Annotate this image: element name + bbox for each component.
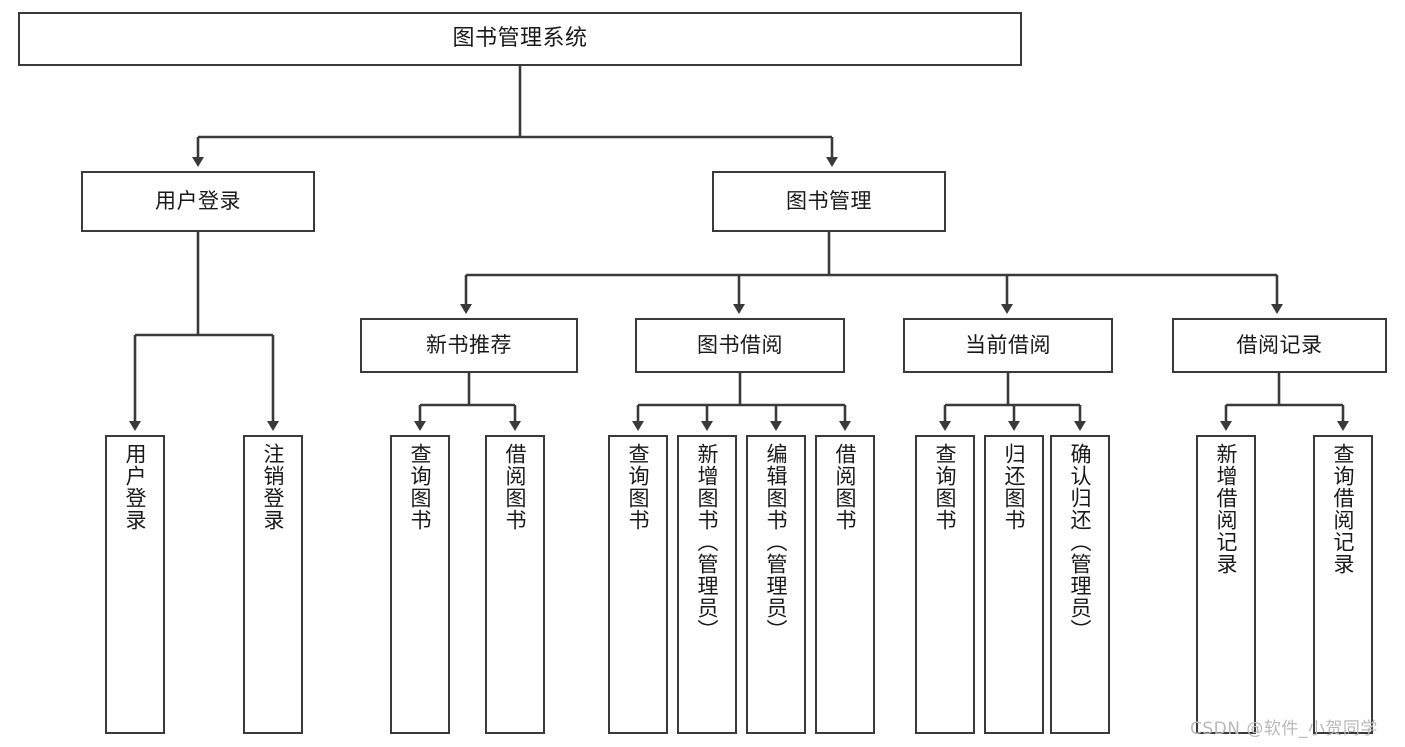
node-borrow-record-label: 借阅记录 xyxy=(1236,333,1323,358)
node-leaf-return-book-label: 归还图书 xyxy=(1002,443,1027,531)
node-leaf-borrow-book-2-label: 借阅图书 xyxy=(833,443,858,531)
node-root[interactable]: 图书管理系统 xyxy=(18,12,1022,66)
node-user-login-label: 用户登录 xyxy=(155,189,241,214)
node-leaf-add-book-admin-label: 新增图书（管理员） xyxy=(695,443,720,641)
node-book-manage[interactable]: 图书管理 xyxy=(712,171,946,232)
node-leaf-add-borrow-record[interactable]: 新增借阅记录 xyxy=(1196,435,1256,734)
node-book-borrow-label: 图书借阅 xyxy=(697,333,783,358)
node-leaf-query-book-1-label: 查询图书 xyxy=(408,443,433,531)
node-borrow-record[interactable]: 借阅记录 xyxy=(1172,318,1387,373)
node-leaf-query-book-3[interactable]: 查询图书 xyxy=(915,435,975,734)
node-leaf-user-login[interactable]: 用户登录 xyxy=(105,435,165,734)
node-leaf-query-book-2[interactable]: 查询图书 xyxy=(608,435,668,734)
node-leaf-return-book[interactable]: 归还图书 xyxy=(984,435,1044,734)
node-leaf-borrow-book-1[interactable]: 借阅图书 xyxy=(485,435,545,734)
node-leaf-add-book-admin[interactable]: 新增图书（管理员） xyxy=(677,435,737,734)
node-current-borrow[interactable]: 当前借阅 xyxy=(903,318,1113,373)
node-leaf-confirm-return-admin-label: 确认归还（管理员） xyxy=(1068,443,1093,641)
node-new-book-recommend-label: 新书推荐 xyxy=(426,333,512,358)
node-book-manage-label: 图书管理 xyxy=(786,189,872,214)
node-leaf-query-book-1[interactable]: 查询图书 xyxy=(390,435,450,734)
node-leaf-query-borrow-record[interactable]: 查询借阅记录 xyxy=(1313,435,1373,734)
node-leaf-borrow-book-1-label: 借阅图书 xyxy=(503,443,528,531)
node-current-borrow-label: 当前借阅 xyxy=(965,333,1051,358)
node-leaf-query-book-2-label: 查询图书 xyxy=(626,443,651,531)
node-book-borrow[interactable]: 图书借阅 xyxy=(635,318,845,373)
node-leaf-borrow-book-2[interactable]: 借阅图书 xyxy=(815,435,875,734)
node-leaf-logout-label: 注销登录 xyxy=(261,443,286,531)
node-leaf-query-borrow-record-label: 查询借阅记录 xyxy=(1331,443,1356,575)
csdn-watermark: CSDN @软件_小贺同学 xyxy=(1190,719,1378,739)
node-leaf-user-login-label: 用户登录 xyxy=(123,443,148,531)
node-new-book-recommend[interactable]: 新书推荐 xyxy=(360,318,578,373)
node-root-label: 图书管理系统 xyxy=(452,26,588,52)
node-leaf-add-borrow-record-label: 新增借阅记录 xyxy=(1214,443,1239,575)
node-leaf-edit-book-admin[interactable]: 编辑图书（管理员） xyxy=(746,435,806,734)
node-leaf-edit-book-admin-label: 编辑图书（管理员） xyxy=(764,443,789,641)
node-user-login[interactable]: 用户登录 xyxy=(81,171,315,232)
node-leaf-query-book-3-label: 查询图书 xyxy=(933,443,958,531)
node-leaf-confirm-return-admin[interactable]: 确认归还（管理员） xyxy=(1050,435,1110,734)
node-leaf-logout[interactable]: 注销登录 xyxy=(243,435,303,734)
